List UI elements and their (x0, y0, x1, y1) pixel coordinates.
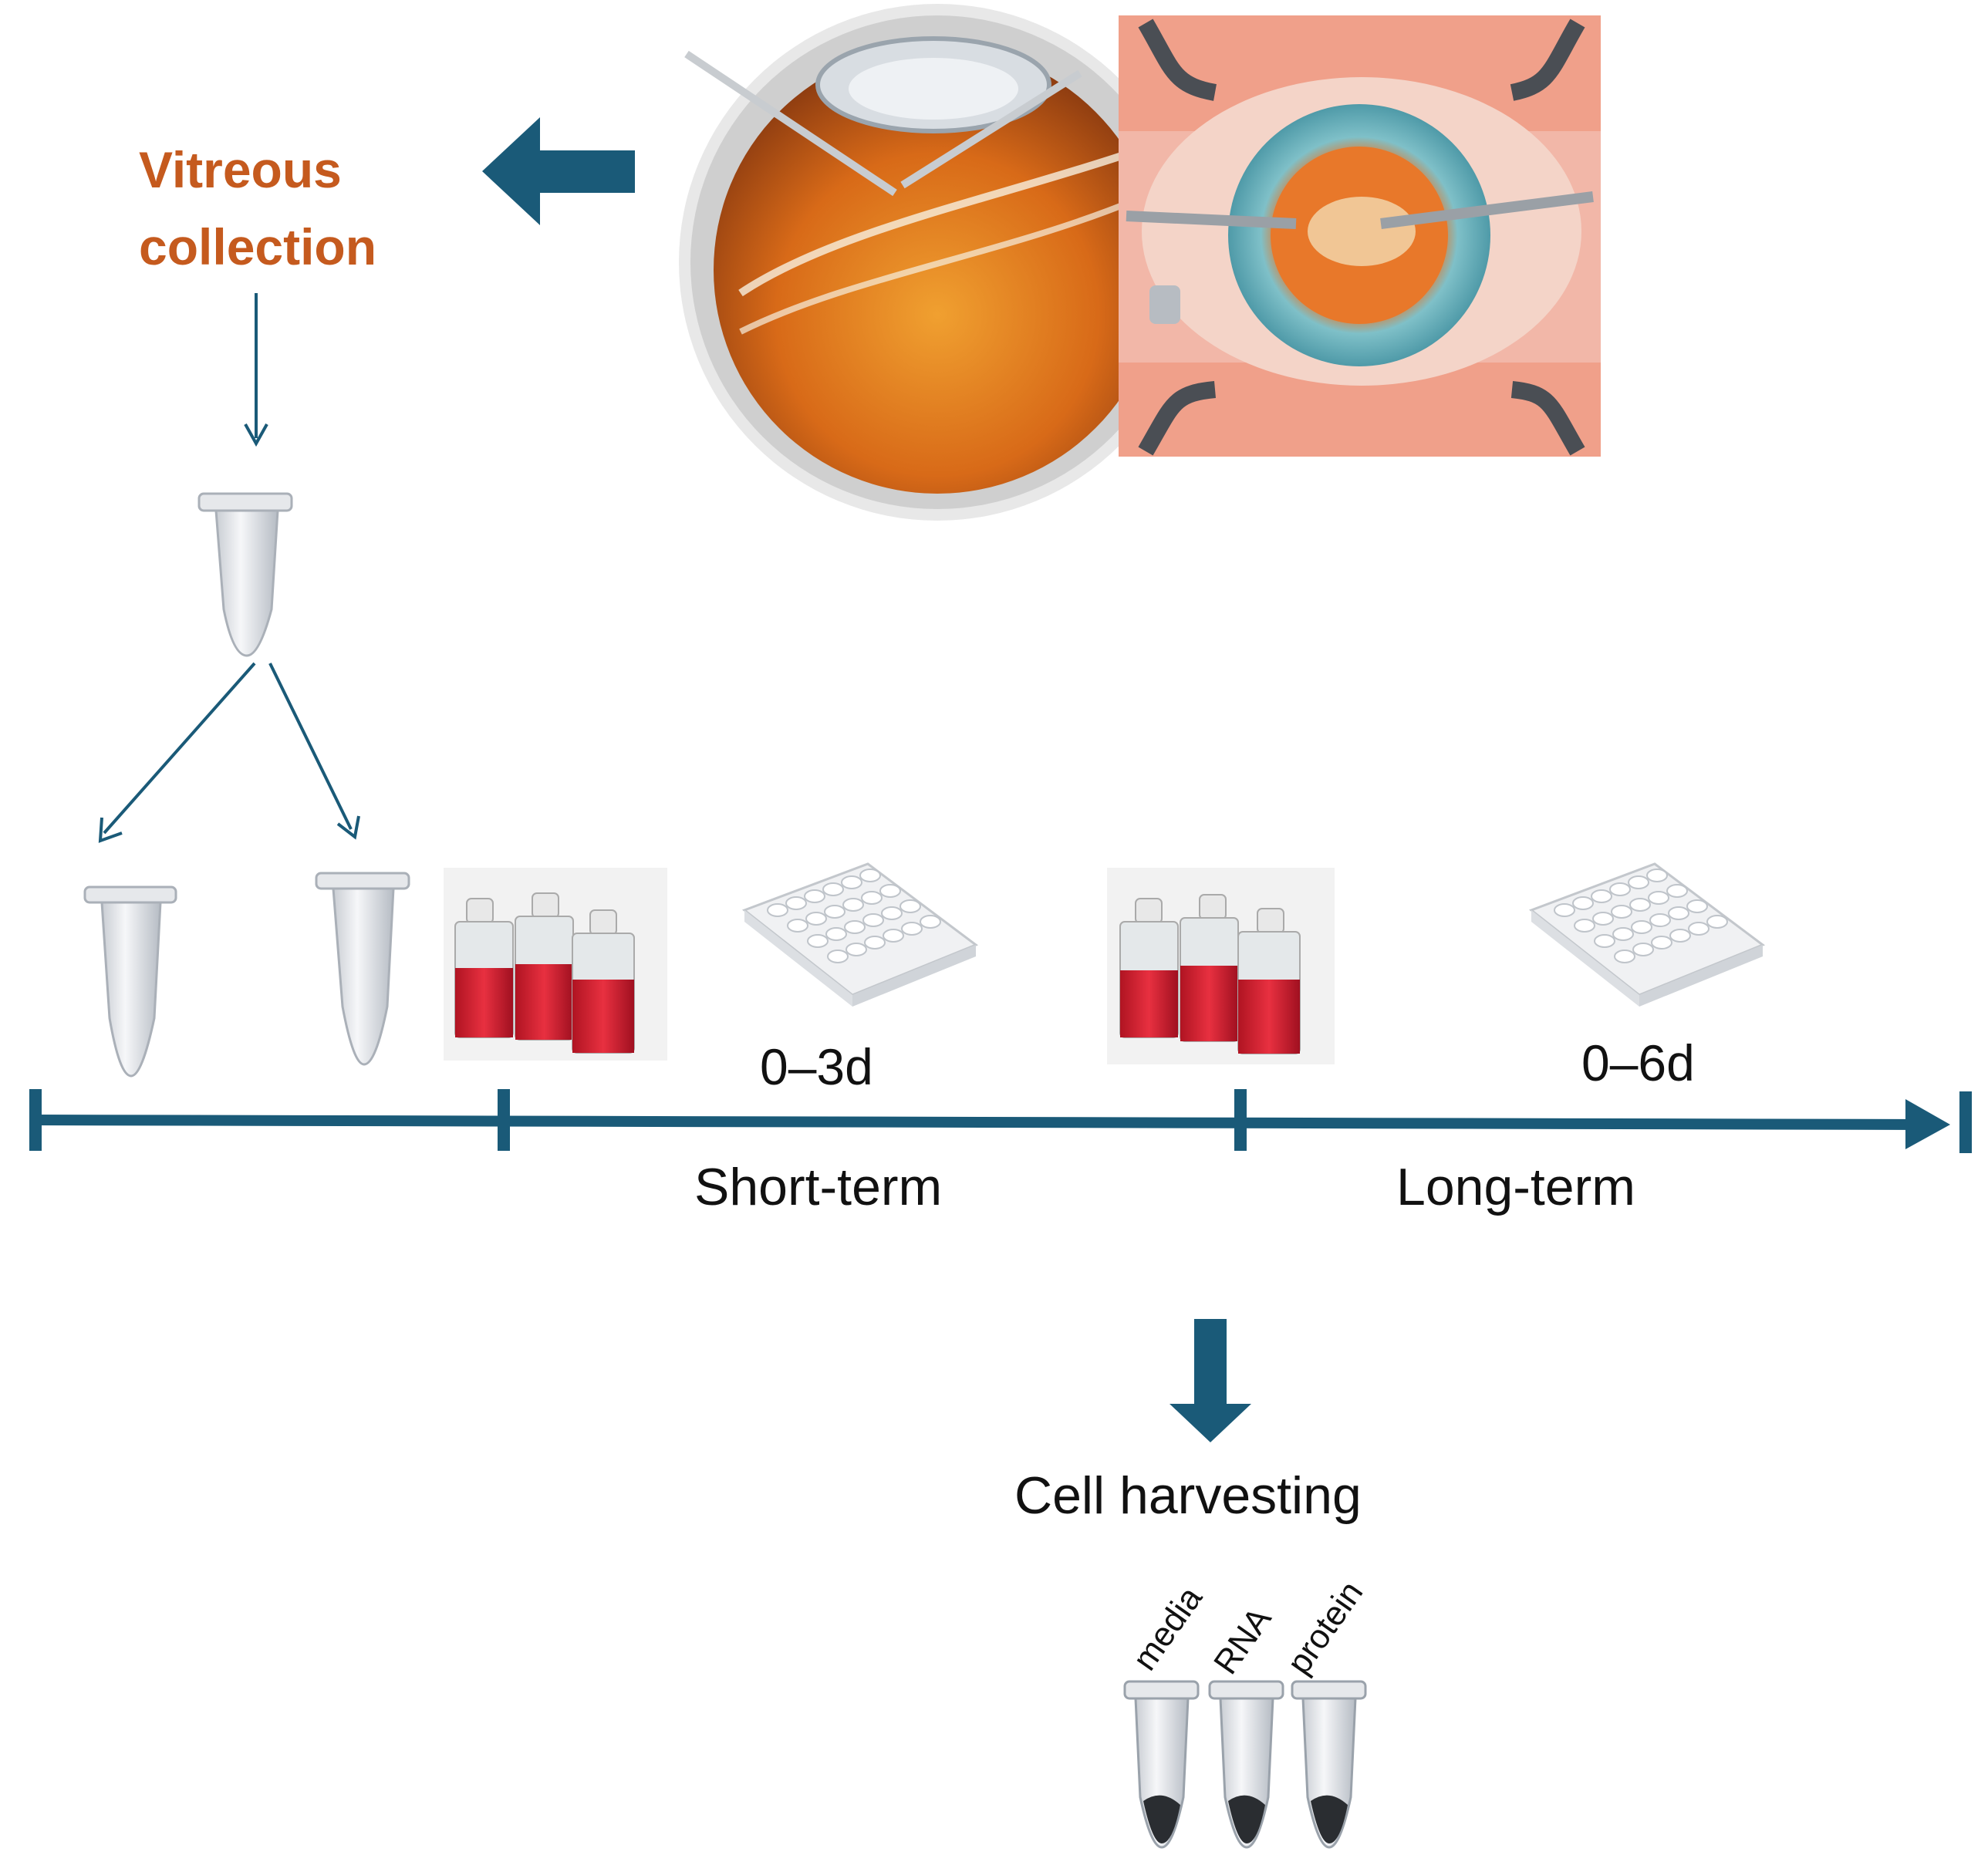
surgical-view-illustration (1119, 15, 1601, 457)
well (1594, 934, 1615, 948)
well (841, 875, 862, 889)
well (1631, 920, 1652, 934)
long-term-duration: 0–6d (1581, 1034, 1695, 1091)
harvest-tube-rna (1208, 1680, 1284, 1849)
well (805, 912, 827, 926)
timeline-arrowhead-icon (1905, 1099, 1950, 1149)
well (827, 949, 849, 963)
well (879, 884, 901, 898)
short-term-label: Short-term (694, 1158, 943, 1216)
well (859, 869, 881, 882)
vitreous-collection-label: Vitreous collection (139, 131, 376, 285)
well (1591, 889, 1612, 903)
well (1646, 869, 1668, 882)
well (825, 927, 847, 941)
well (1706, 915, 1728, 929)
well (1648, 891, 1669, 905)
well-plate-icon (1528, 862, 1766, 1007)
vitreous-collection-line1: Vitreous (139, 141, 342, 198)
harvest-tube-protein (1291, 1680, 1367, 1849)
well (1614, 949, 1635, 963)
well (1554, 903, 1575, 917)
well (785, 896, 807, 910)
timeline-tick (498, 1089, 510, 1151)
sample-tube-icon (83, 885, 177, 1078)
cell-harvesting-label: Cell harvesting (1014, 1466, 1362, 1525)
vitreous-collection-line2: collection (139, 218, 377, 275)
well (804, 889, 825, 903)
well (883, 929, 904, 943)
well (1669, 929, 1691, 943)
eye-cross-section-illustration (679, 4, 1196, 521)
well (845, 943, 867, 956)
well (1629, 898, 1651, 912)
well (1609, 882, 1631, 896)
well (1688, 922, 1710, 936)
well (1611, 905, 1632, 919)
well (1612, 927, 1634, 941)
well (1649, 913, 1671, 927)
timeline-tick (29, 1089, 42, 1151)
down-arrow-icon (1170, 1319, 1251, 1442)
timeline-tick (1234, 1089, 1247, 1151)
well (1632, 943, 1654, 956)
well (822, 882, 844, 896)
well (767, 903, 788, 917)
well (920, 915, 941, 929)
well (787, 919, 808, 933)
well (824, 905, 845, 919)
well (1666, 884, 1688, 898)
well-plate-icon (741, 862, 979, 1007)
well (844, 920, 866, 934)
well (862, 913, 884, 927)
well (864, 936, 886, 949)
left-arrow-icon (482, 117, 635, 225)
long-term-label: Long-term (1396, 1158, 1635, 1216)
harvest-tube-media (1123, 1680, 1200, 1849)
culture-flasks-icon (444, 868, 667, 1061)
sample-tube-icon (197, 492, 293, 657)
short-term-duration: 0–3d (760, 1038, 873, 1095)
well (881, 906, 903, 920)
well (1572, 896, 1594, 910)
well (899, 899, 921, 913)
well (1592, 912, 1614, 926)
well (901, 922, 923, 936)
well (807, 934, 829, 948)
well (842, 898, 864, 912)
well (1574, 919, 1595, 933)
well (1686, 899, 1708, 913)
timeline-end-tick (1959, 1091, 1972, 1153)
well (1651, 936, 1672, 949)
arrow-down-icon (244, 293, 268, 447)
well (1668, 906, 1689, 920)
well (1628, 875, 1649, 889)
sample-tube-icon (315, 872, 410, 1066)
split-arrows-icon (98, 662, 360, 843)
well (861, 891, 883, 905)
culture-flasks-icon (1107, 868, 1335, 1064)
timeline-axis (29, 1089, 1972, 1153)
